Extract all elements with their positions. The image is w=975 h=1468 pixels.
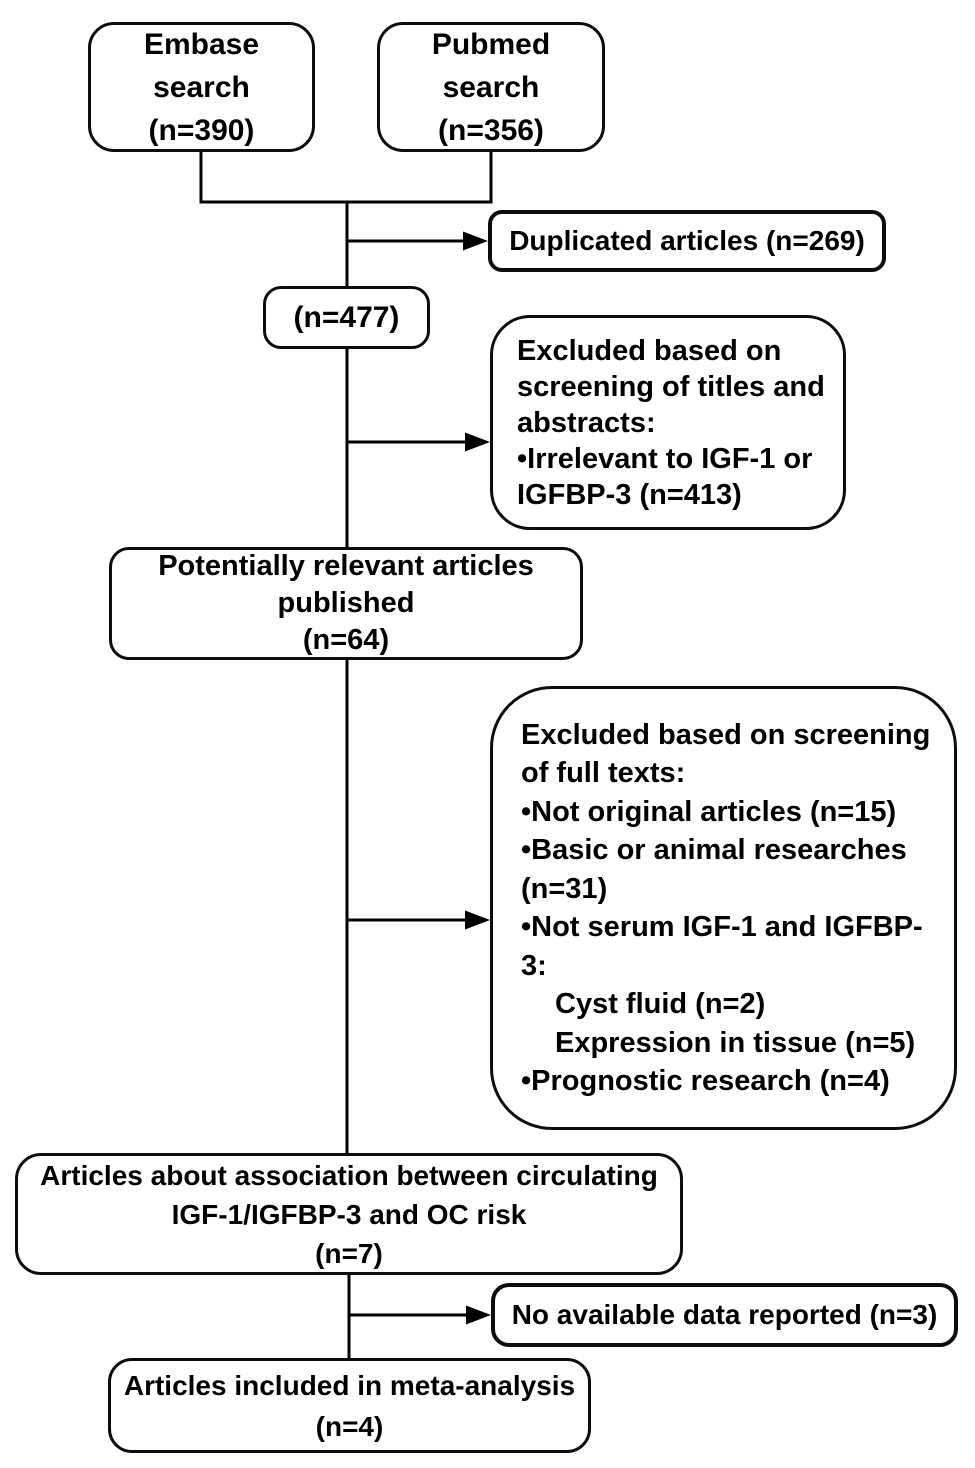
node-screened-count: (n=477): [263, 286, 430, 349]
text-line: screening of titles and: [517, 370, 825, 403]
text-line: •Not serum IGF-1 and IGFBP-: [521, 911, 923, 943]
text-line: (n=7): [315, 1237, 383, 1269]
text-line: Pubmed: [431, 27, 551, 61]
text-line: Excluded based on screening: [521, 718, 931, 751]
arrowhead-duplicated: [463, 231, 488, 251]
text-line: •Not original articles (n=15): [521, 795, 897, 828]
text-line: Articles included in meta-analysis: [123, 1369, 576, 1401]
text-line: IGF-1/IGFBP-3 and OC risk: [171, 1198, 527, 1230]
text-line: Potentially relevant articles: [158, 550, 534, 582]
node-potentially-relevant-articles: Potentially relevant articles published …: [109, 547, 583, 660]
text-line: (n=390): [148, 113, 255, 147]
node-duplicated-articles: Duplicated articles (n=269): [488, 210, 886, 272]
arrowhead-excluded-titles: [465, 432, 490, 452]
text-line: •Basic or animal researches: [521, 834, 907, 866]
text-line: search: [442, 70, 540, 104]
text-line: (n=4): [315, 1410, 384, 1442]
text-line: published: [277, 587, 415, 619]
text-line: Cyst fluid (n=2): [555, 988, 766, 1020]
text-line: 3:: [521, 949, 547, 982]
text-line: •Irrelevant to IGF-1 or: [517, 442, 813, 475]
node-excluded-full-texts: Excluded based on screening of full text…: [490, 686, 957, 1130]
text-line: Expression in tissue (n=5): [555, 1026, 916, 1059]
text-line: abstracts:: [517, 406, 656, 439]
node-association-articles: Articles about association between circu…: [15, 1153, 683, 1275]
node-embase-search: Embase search (n=390): [88, 22, 315, 152]
text-line: Duplicated articles (n=269): [509, 225, 865, 256]
text-line: (n=477): [293, 300, 400, 334]
text-line: Embase: [143, 27, 260, 61]
text-line: of full texts:: [521, 757, 686, 789]
node-no-available-data: No available data reported (n=3): [491, 1283, 958, 1347]
text-line: (n=356): [438, 113, 544, 147]
text-line: •Prognostic research (n=4): [521, 1065, 890, 1097]
arrowhead-excluded-full: [465, 910, 490, 930]
node-included-meta-analysis: Articles included in meta-analysis (n=4): [108, 1358, 591, 1453]
text-line: (n=64): [302, 624, 390, 656]
arrowhead-no-data: [466, 1305, 491, 1325]
text-line: search: [153, 70, 250, 104]
node-pubmed-search: Pubmed search (n=356): [377, 22, 605, 152]
text-line: No available data reported (n=3): [511, 1299, 938, 1330]
text-line: Excluded based on: [517, 334, 782, 367]
text-line: (n=31): [521, 872, 608, 905]
text-line: Articles about association between circu…: [40, 1159, 658, 1191]
text-line: IGFBP-3 (n=413): [517, 478, 742, 511]
node-excluded-titles-abstracts: Excluded based on screening of titles an…: [490, 315, 846, 530]
